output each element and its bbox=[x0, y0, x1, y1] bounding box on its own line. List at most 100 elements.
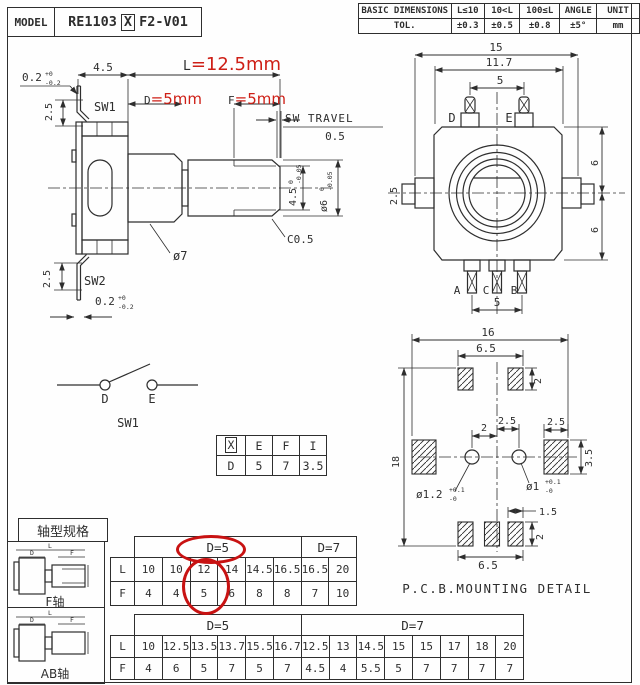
frame-left bbox=[7, 7, 8, 683]
cell: 10 bbox=[328, 581, 358, 606]
cell: 8 bbox=[272, 581, 302, 606]
f-icon-dim-d: D bbox=[30, 549, 34, 557]
table-row: L 10 10 12 14 14.5 16.5 16.5 20 bbox=[110, 557, 358, 582]
tol-value: ±0.8 bbox=[519, 18, 561, 34]
annotation-length-value: =12.5mm bbox=[190, 54, 282, 75]
annotation-length-prefix: L bbox=[183, 59, 191, 74]
model-variant-box: X bbox=[120, 13, 136, 31]
code-table: X E F I D 5 7 3.5 bbox=[216, 435, 327, 476]
cell: 20 bbox=[495, 635, 525, 658]
annotation-f: F=5mm bbox=[228, 89, 286, 108]
highlight-ellipse-l12-column bbox=[182, 558, 230, 615]
shaft-dia-plus: 0 bbox=[318, 187, 326, 191]
frame-right bbox=[631, 3, 632, 683]
row-label: F bbox=[110, 657, 135, 680]
dim-lower: 6 bbox=[590, 227, 601, 233]
tol-header: 100≤L bbox=[519, 3, 561, 19]
cell: 7 bbox=[439, 657, 469, 680]
cell: 17 bbox=[439, 635, 469, 658]
pcb-dim-side-pad-w: 2.5 bbox=[547, 417, 565, 428]
pcb-mounting-detail: 16 6.5 2 2 2.5 2.5 3.5 ø1.2 bbox=[391, 326, 595, 596]
cell: 18 bbox=[467, 635, 497, 658]
ab-shaft-d5-header: D=5 bbox=[134, 614, 302, 636]
f-icon-dim-f: F bbox=[70, 549, 74, 557]
flat-dim-value: 4.5 bbox=[288, 188, 299, 206]
tol-label: TOL. bbox=[358, 18, 452, 34]
cell: 12.5 bbox=[161, 635, 191, 658]
cell: 15 bbox=[412, 635, 441, 658]
tol-value: ±0.3 bbox=[450, 18, 485, 34]
pcb-dim-hole-right: 2.5 bbox=[498, 416, 516, 427]
model-label: MODEL bbox=[8, 8, 55, 36]
sw-travel-label: SW TRAVEL bbox=[285, 112, 354, 125]
cell: 4 bbox=[134, 657, 163, 680]
annotation-d-value: =5mm bbox=[150, 90, 202, 108]
pcb-caption: P.C.B.MOUNTING DETAIL bbox=[402, 581, 592, 596]
pcb-hole-right-plus: +0.1 bbox=[545, 478, 561, 486]
ab-shaft-d7-header: D=7 bbox=[300, 614, 525, 636]
cell: 4.5 bbox=[300, 657, 330, 680]
dim-leg-top: 2.5 bbox=[44, 103, 55, 121]
plate-tol-bottom-plus: +0 bbox=[118, 294, 126, 302]
tol-header: L≤10 bbox=[450, 3, 485, 19]
cell: 16.5 bbox=[272, 557, 302, 582]
cell: 13 bbox=[328, 635, 358, 658]
pcb-dim-pad-h-bottom: 2 bbox=[535, 534, 546, 540]
cell: 10 bbox=[134, 557, 163, 582]
cell: 12.5 bbox=[300, 635, 330, 658]
ab-shaft-label: AB轴 bbox=[40, 667, 70, 681]
tol-name: BASIC DIMENSIONS bbox=[358, 3, 452, 19]
pcb-dim-pad-span-bottom: 6.5 bbox=[478, 559, 498, 572]
shaft-dia-minus: -0.05 bbox=[326, 171, 334, 191]
cell: 13.5 bbox=[189, 635, 219, 658]
pcb-dim-width: 16 bbox=[481, 326, 494, 339]
code-cell: E bbox=[245, 435, 273, 456]
code-cell: D bbox=[216, 455, 246, 476]
bushing-dia: ø7 bbox=[173, 249, 187, 263]
dim-leg-bottom: 2.5 bbox=[42, 270, 53, 288]
cell: 5 bbox=[384, 657, 414, 680]
pcb-hole-left-plus: +0.1 bbox=[449, 486, 465, 494]
tol-value: ±0.5 bbox=[483, 18, 521, 34]
model-value: RE1103 X F2-V01 bbox=[55, 8, 201, 36]
cell: 14.5 bbox=[245, 557, 274, 582]
cell: 8 bbox=[245, 581, 274, 606]
code-cell: I bbox=[299, 435, 327, 456]
row-label: F bbox=[110, 581, 135, 606]
terminal-b: B bbox=[511, 284, 518, 297]
spec-section-title: 轴型规格 bbox=[36, 524, 89, 540]
code-cell: 5 bbox=[245, 455, 273, 476]
table-row: X E F I bbox=[216, 435, 327, 456]
shaft-dia-value: ø6 bbox=[319, 200, 330, 212]
spec-section-title-box: 轴型规格 bbox=[18, 518, 108, 542]
cell: 16.7 bbox=[272, 635, 302, 658]
table-row: F 4 4 5 6 8 8 7 10 bbox=[110, 581, 358, 606]
front-view: 2.5 D E 15 11.7 5 6 6 bbox=[388, 41, 625, 314]
plate-tol-top-value: 0.2 bbox=[22, 71, 42, 84]
f-shaft-label: F轴 bbox=[45, 595, 65, 609]
cell: 15 bbox=[384, 635, 414, 658]
terminal-e: E bbox=[505, 111, 512, 125]
pcb-hole-right-value: ø1 bbox=[526, 480, 539, 493]
cell: 20 bbox=[328, 557, 358, 582]
f-shaft-d7-header: D=7 bbox=[300, 536, 358, 558]
cell: 16.5 bbox=[300, 557, 330, 582]
code-cell: X bbox=[216, 435, 246, 456]
ab-icon-dim-l: L bbox=[48, 609, 52, 617]
schematic-terminal-d: D bbox=[101, 392, 108, 406]
cell: 15.5 bbox=[245, 635, 274, 658]
table-row: D 5 7 3.5 bbox=[216, 455, 327, 476]
code-cell: 7 bbox=[272, 455, 300, 476]
table-row: D=5 D=7 bbox=[111, 614, 525, 636]
model-title-block: MODEL RE1103 X F2-V01 bbox=[7, 7, 202, 37]
cell: 6 bbox=[161, 657, 191, 680]
cell: 7 bbox=[495, 657, 525, 680]
cell: 13.7 bbox=[217, 635, 247, 658]
ab-shaft-icon: L D F bbox=[13, 609, 89, 662]
sw-travel-value: 0.5 bbox=[325, 130, 345, 143]
model-suffix: F2-V01 bbox=[139, 14, 188, 30]
annotation-f-prefix: F bbox=[228, 94, 235, 107]
dim-width-overall: 15 bbox=[489, 41, 502, 54]
sw1-schematic: D E SW1 bbox=[57, 363, 198, 430]
